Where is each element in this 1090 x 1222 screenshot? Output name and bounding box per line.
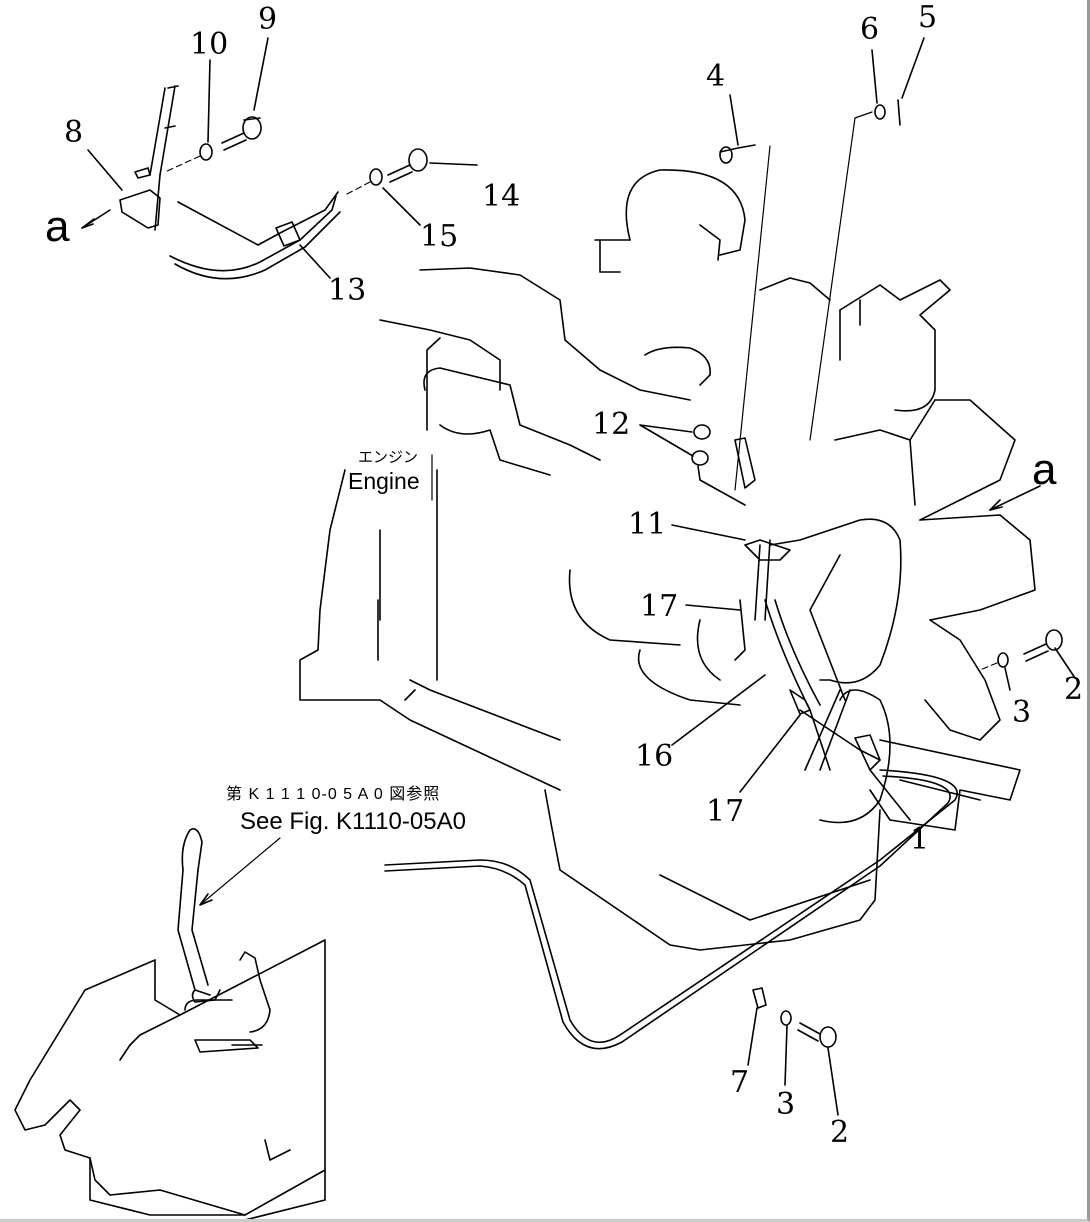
upper-right-hardware — [979, 629, 1063, 671]
callout-3-upper: 3 — [1012, 695, 1032, 730]
view-marker-a-left: a — [45, 202, 70, 251]
bolt-14 — [387, 148, 428, 183]
control-cable — [384, 769, 958, 1050]
callout-5: 5 — [918, 0, 938, 35]
lower-clamp-hardware — [752, 987, 837, 1048]
bolt-9 — [221, 116, 262, 151]
washer-10 — [199, 143, 213, 161]
engine-label-jp: エンジン — [358, 449, 419, 466]
arrow-a-right — [989, 485, 1041, 511]
washer-15 — [369, 168, 383, 186]
view-marker-a-right: a — [1032, 445, 1057, 494]
callout-12: 12 — [592, 407, 631, 442]
lever-bracket-assembly — [81, 85, 179, 231]
upper-cable — [169, 191, 341, 280]
callout-2-upper: 2 — [1064, 672, 1084, 707]
reference-note-jp: 第 K 1 1 1 0-0 5 A 0 図参照 — [226, 786, 441, 803]
engine-label-en: Engine — [348, 468, 420, 494]
leader-10 — [164, 155, 201, 173]
callout-17-upper: 17 — [640, 589, 679, 624]
callout-7: 7 — [730, 1065, 750, 1100]
callout-4: 4 — [706, 59, 726, 94]
callout-10: 10 — [190, 27, 229, 62]
callout-3-lower: 3 — [776, 1087, 796, 1122]
callout-15: 15 — [420, 219, 459, 254]
callout-13: 13 — [328, 273, 367, 308]
callout-1: 1 — [910, 822, 930, 857]
engine-linkage — [691, 99, 901, 771]
callout-11: 11 — [628, 507, 667, 542]
callout-16: 16 — [635, 739, 674, 774]
callout-17-lower: 17 — [706, 794, 745, 829]
callout-9: 9 — [258, 2, 278, 37]
callout-2-lower: 2 — [830, 1115, 850, 1150]
control-lever — [177, 828, 271, 1053]
reference-arrowhead — [199, 893, 213, 906]
leader-lines — [87, 37, 1076, 1116]
engine-body — [299, 169, 1036, 951]
callout-6: 6 — [860, 12, 880, 47]
floor-plate — [14, 939, 326, 1219]
callout-14: 14 — [482, 179, 521, 214]
reference-note-en: See Fig. K1110-05A0 — [240, 808, 466, 835]
reference-arrow — [199, 837, 281, 906]
callout-8: 8 — [64, 115, 84, 150]
